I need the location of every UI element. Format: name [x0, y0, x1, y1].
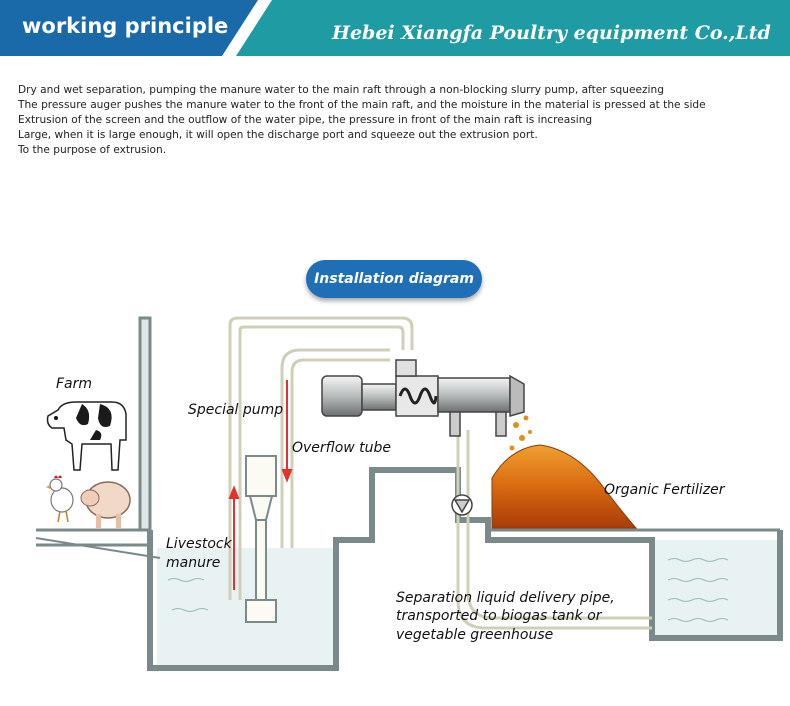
- description-line: Extrusion of the screen and the outflow …: [18, 114, 593, 126]
- cow-spot: [98, 404, 112, 427]
- company-name: Hebei Xiangfa Poultry equipment Co.,Ltd: [332, 22, 771, 44]
- cow-spot: [90, 430, 102, 440]
- biogas-tank-water: [652, 540, 780, 636]
- wave-line: [171, 608, 209, 612]
- header-banner: working principle Hebei Xiangfa Poultry …: [0, 0, 790, 56]
- chicken-comb: [54, 475, 62, 478]
- farm-wall: [138, 316, 152, 532]
- pump-motor: [245, 455, 277, 497]
- delivery-pipe-inner: [238, 325, 405, 600]
- banner-divider: [226, 0, 267, 56]
- delivery-pipe-outer: [228, 316, 414, 600]
- label-manure: manure: [166, 555, 220, 571]
- separation-pipe-inner: [466, 430, 652, 620]
- label-overflow-tube: Overflow tube: [292, 440, 391, 456]
- flow-arrows: [228, 380, 293, 590]
- auger-housing: [395, 375, 439, 417]
- support-leg: [495, 411, 507, 437]
- section-title: working principle: [22, 14, 229, 38]
- auger-screw: [398, 387, 438, 405]
- label-livestock: Livestock: [166, 536, 233, 552]
- chicken-head: [49, 478, 63, 492]
- banner-background: [0, 0, 790, 56]
- cow-spot: [76, 404, 90, 426]
- pipes: [228, 316, 652, 630]
- pump-shaft: [255, 519, 267, 601]
- gearbox: [361, 383, 397, 411]
- wave-line: [667, 598, 729, 602]
- manure-channel: [35, 537, 161, 559]
- fertilizer-piece: [528, 430, 532, 434]
- label-separation-line1: Separation liquid delivery pipe,: [396, 590, 615, 606]
- chicken-leg: [57, 510, 61, 523]
- discharge-port: [509, 374, 525, 417]
- pig-head: [80, 489, 100, 507]
- up-flow-arrow: [228, 485, 240, 499]
- water-areas: [157, 540, 780, 666]
- label-special-pump: Special pump: [188, 402, 283, 418]
- wave-line: [667, 558, 729, 562]
- banner-right-shape: [236, 0, 790, 56]
- wave-line: [667, 578, 729, 582]
- description-text: Dry and wet separation, pumping the manu…: [18, 83, 778, 158]
- farm-floor: [36, 528, 152, 547]
- diagram-title: Installation diagram: [306, 260, 482, 298]
- banner-left-shape: [0, 0, 258, 56]
- screen-barrel: [437, 377, 511, 413]
- motor-body: [321, 375, 363, 417]
- separator-machine-icon: [321, 359, 525, 516]
- description-line: The pressure auger pushes the manure wat…: [18, 99, 706, 111]
- fertilizer-piece: [519, 435, 525, 441]
- funnel-cone: [453, 499, 471, 514]
- pig-leg: [116, 514, 121, 528]
- label-farm: Farm: [56, 376, 92, 392]
- wave-line: [667, 618, 729, 622]
- pump-base: [245, 599, 277, 623]
- support-leg: [449, 411, 461, 437]
- description-line: To the purpose of extrusion.: [18, 144, 167, 156]
- chicken-leg: [65, 510, 69, 523]
- description-line: Dry and wet separation, pumping the manu…: [18, 84, 664, 96]
- wave-line: [167, 578, 205, 582]
- chicken-beak: [46, 485, 50, 489]
- overflow-tube-outer: [280, 348, 390, 548]
- farm-building: [35, 316, 161, 559]
- fertilizer-piece: [509, 445, 515, 451]
- pig-icon: [80, 481, 131, 528]
- inlet-hopper: [395, 359, 417, 377]
- water-waves: [167, 558, 729, 622]
- overflow-tube-inner: [290, 358, 390, 548]
- fertilizer-pile-icon: [491, 444, 638, 529]
- cow-eye: [54, 416, 58, 420]
- label-organic-fertilizer: Organic Fertilizer: [604, 482, 726, 498]
- chicken-body: [50, 487, 74, 513]
- chicken-icon: [46, 475, 74, 523]
- pig-leg: [96, 514, 101, 528]
- separation-pipe-outer: [456, 430, 652, 630]
- label-separation-line2: transported to biogas tank or: [396, 608, 603, 624]
- pump-icon: [245, 455, 277, 623]
- diagram-canvas: Farm Special pump Overflow tube Organic …: [35, 316, 783, 671]
- label-separation-line3: vegetable greenhouse: [396, 627, 553, 643]
- down-flow-arrow: [281, 469, 293, 483]
- pump-neck: [248, 495, 274, 521]
- fertilizer-piece: [513, 422, 519, 428]
- cow-icon: [46, 401, 127, 471]
- installation-diagram: Farm Special pump Overflow tube Organic …: [0, 300, 790, 704]
- fertilizer-piece: [523, 415, 529, 421]
- description-line: Large, when it is large enough, it will …: [18, 129, 538, 141]
